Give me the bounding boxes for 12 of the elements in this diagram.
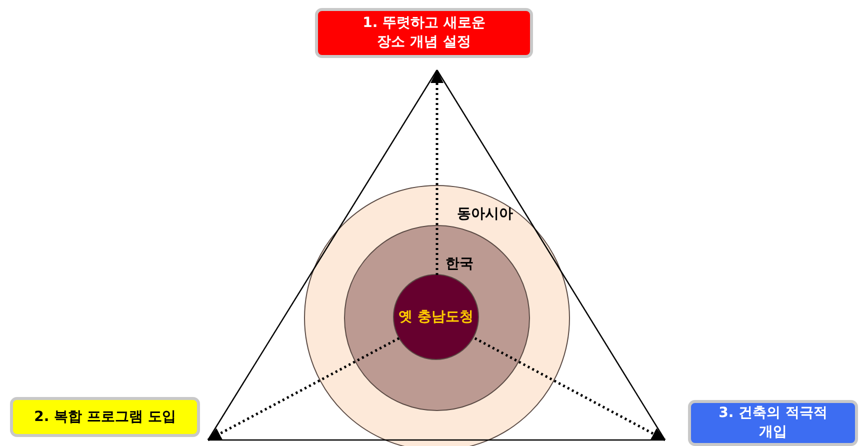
step-box: 3. 건축의 적극적 개입 xyxy=(688,400,858,446)
dotted-arrow xyxy=(207,337,400,442)
circle-label: 동아시아 xyxy=(457,205,513,223)
step-box: 1. 뚜렷하고 새로운 장소 개념 설정 xyxy=(315,8,533,58)
step-box: 2. 복합 프로그램 도입 xyxy=(10,397,200,437)
circle-label: 옛 충남도청 xyxy=(398,308,474,326)
dotted-arrow xyxy=(430,70,444,275)
circle-label: 한국 xyxy=(446,254,474,272)
connector-line xyxy=(208,439,665,441)
connector-line xyxy=(207,70,438,440)
connector-line xyxy=(436,70,666,440)
dotted-arrow xyxy=(474,337,666,442)
